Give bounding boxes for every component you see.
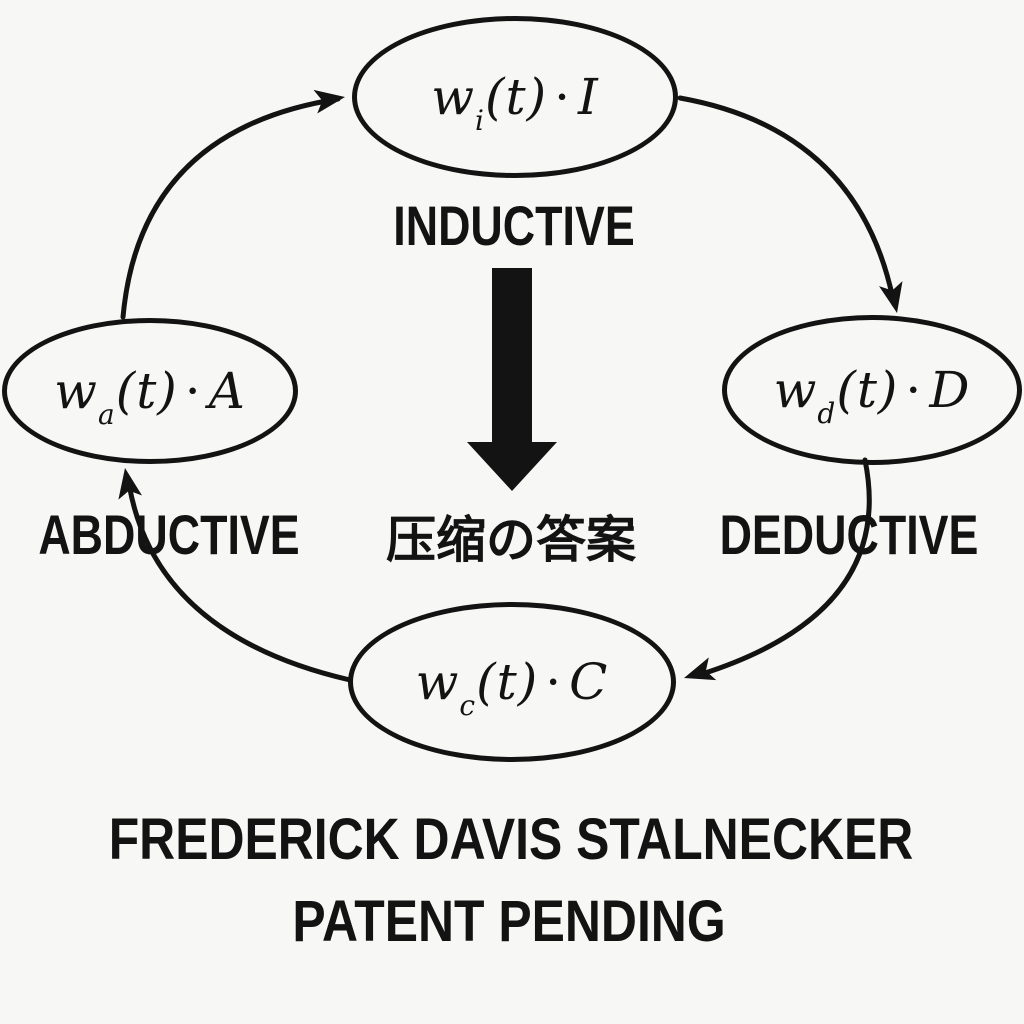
formula-abductive: wa(t)·A: [54, 362, 246, 432]
footer-patent-status: PATENT PENDING: [292, 889, 726, 954]
arrowhead-into-inductive-icon: [313, 89, 345, 114]
node-inductive: wi(t)·I: [352, 16, 678, 178]
arc-bottom-to-abductive: [126, 481, 353, 683]
down-arrow-icon: [467, 268, 557, 491]
label-inductive: INDUCTIVE: [393, 194, 635, 257]
node-abductive: wa(t)·A: [2, 318, 298, 464]
arrowhead-into-abductive-icon: [118, 468, 143, 500]
arc-deductive-to-bottom: [699, 457, 872, 677]
center-caption: 压缩の答案: [386, 512, 636, 568]
footer-author-name: FREDERICK DAVIS STALNECKER: [108, 807, 914, 872]
arc-abductive-to-inductive: [120, 96, 341, 320]
formula-inductive: wi(t)·I: [431, 68, 599, 138]
arrowhead-into-bottom-icon: [684, 657, 717, 681]
formula-bottom: wc(t)·C: [415, 653, 609, 723]
node-deductive: wd(t)·D: [722, 315, 1022, 465]
label-deductive: DEDUCTIVE: [719, 503, 979, 566]
node-bottom: wc(t)·C: [348, 602, 676, 762]
formula-deductive: wd(t)·D: [773, 361, 971, 431]
label-abductive: ABDUCTIVE: [38, 503, 300, 566]
arc-inductive-to-deductive: [677, 95, 897, 307]
arrowhead-into-deductive-icon: [879, 281, 903, 313]
